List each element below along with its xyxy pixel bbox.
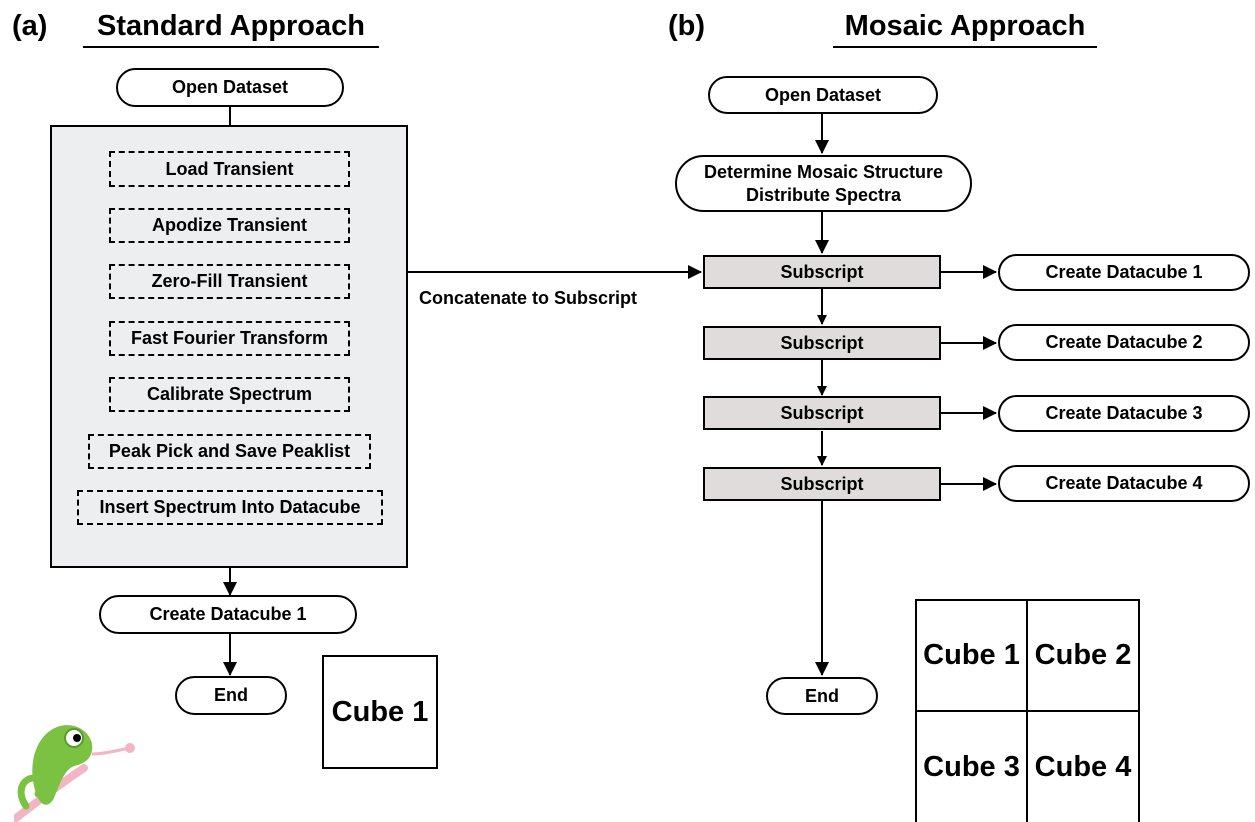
panel-b-title: Mosaic Approach [833, 12, 1097, 48]
step-insert-spectrum: Insert Spectrum Into Datacube [77, 490, 383, 525]
cube-2-cell: Cube 2 [1028, 601, 1138, 712]
create-datacube-label-b1: Create Datacube 1 [1045, 262, 1203, 283]
step-calibrate-spectrum: Calibrate Spectrum [109, 377, 350, 412]
step-peak-pick: Peak Pick and Save Peaklist [88, 434, 371, 469]
step-zero-fill-transient: Zero-Fill Transient [109, 264, 350, 299]
create-datacube-label-a: Create Datacube 1 [149, 604, 307, 625]
end-label-a: End [214, 685, 248, 706]
end-node-a: End [175, 676, 287, 715]
cube-1-box-a: Cube 1 [322, 655, 438, 769]
create-datacube-label-b3: Create Datacube 3 [1045, 403, 1203, 424]
cube-grid: Cube 1 Cube 2 Cube 3 Cube 4 [915, 599, 1140, 822]
panel-a-tag: (a) [12, 10, 48, 42]
subscript-box-4: Subscript [703, 467, 941, 501]
concatenate-label: Concatenate to Subscript [419, 288, 638, 308]
open-dataset-label-a: Open Dataset [171, 77, 289, 98]
cube-4-cell: Cube 4 [1034, 750, 1132, 783]
chameleon-tongue [91, 746, 131, 756]
create-datacube-node-b1: Create Datacube 1 [998, 254, 1250, 291]
mosaic-structure-line-1: Determine Mosaic Structure [703, 162, 944, 182]
cube-1-cell: Cube 1 [917, 601, 1028, 712]
open-dataset-node-a: Open Dataset [116, 68, 344, 107]
subscript-box-2: Subscript [703, 326, 941, 360]
subscript-box-1: Subscript [703, 255, 941, 289]
end-label-b: End [805, 685, 839, 706]
chameleon-pupil [73, 734, 81, 742]
end-node-b: End [766, 677, 878, 715]
mosaic-structure-line-2: Distribute Spectra [745, 184, 902, 205]
create-datacube-node-b4: Create Datacube 4 [998, 465, 1250, 502]
create-datacube-node-b3: Create Datacube 3 [998, 395, 1250, 432]
create-datacube-node-a: Create Datacube 1 [99, 595, 357, 634]
panel-a-title: Standard Approach [83, 12, 379, 48]
create-datacube-node-b2: Create Datacube 2 [998, 324, 1250, 361]
panel-b-tag: (b) [668, 10, 706, 42]
open-dataset-label-b: Open Dataset [764, 84, 882, 105]
chameleon-logo [14, 725, 135, 822]
cube-3-cell: Cube 3 [917, 712, 1028, 822]
open-dataset-node-b: Open Dataset [708, 76, 938, 114]
create-datacube-label-b4: Create Datacube 4 [1045, 473, 1203, 494]
subscript-box-3: Subscript [703, 396, 941, 430]
step-apodize-transient: Apodize Transient [109, 208, 350, 243]
chameleon-tongue-tip [125, 743, 135, 753]
step-fast-fourier-transform: Fast Fourier Transform [109, 321, 350, 356]
step-load-transient: Load Transient [109, 151, 350, 187]
create-datacube-label-b2: Create Datacube 2 [1045, 332, 1203, 353]
mosaic-structure-node: Determine Mosaic Structure Distribute Sp… [675, 155, 972, 212]
